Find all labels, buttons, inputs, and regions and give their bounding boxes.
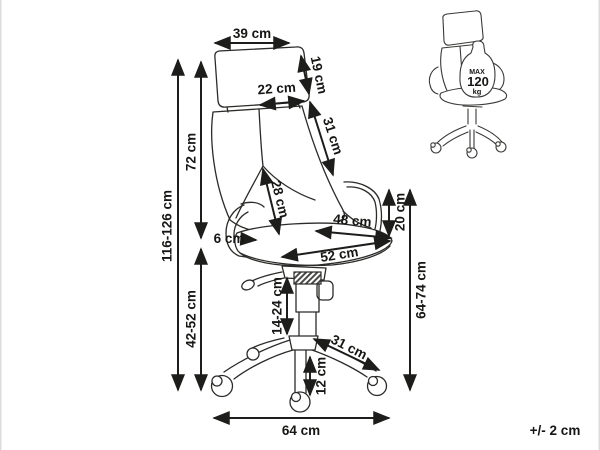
chair-base-hub [288, 335, 319, 351]
dim-floor-to-armrest-top: 64-74 cm [403, 188, 429, 392]
dim-seat-width-label: 48 cm [333, 211, 372, 229]
dim-headrest-width: 39 cm [213, 26, 291, 50]
dim-armrest-above-seat-label: 20 cm [393, 193, 408, 231]
dim-seat-depth: 52 cm [280, 236, 392, 265]
dim-caster-height-label: 12 cm [314, 357, 329, 395]
chair-armrest-left [225, 201, 265, 259]
dim-seat-height-range: 42-52 cm [184, 247, 208, 392]
dim-backrest-height: 72 cm [184, 60, 208, 240]
chair-gas-lift [295, 283, 320, 337]
dim-armrest-thickness: 6 cm [214, 231, 258, 246]
tolerance-note: +/- 2 cm [530, 423, 581, 438]
chair-gas-lift-bellows [293, 271, 322, 285]
max-weight-inset: MAX 120 kg [428, 10, 508, 159]
dim-headrest-side-height-label: 19 cm [308, 55, 331, 96]
dim-backrest-height-label: 72 cm [184, 133, 199, 171]
dim-base-leg-length-label: 31 cm [329, 332, 370, 363]
dim-gas-lift-range-label: 14-24 cm [270, 277, 285, 335]
max-weight-icon: MAX 120 kg [459, 40, 496, 98]
dim-base-width: 64 cm [212, 411, 391, 438]
image-border-left [0, 0, 2, 450]
max-weight-value: 120 [467, 74, 489, 89]
chair-headrest [214, 46, 310, 108]
dim-total-height: 116-126 cm [160, 58, 185, 392]
dim-headrest-width-label: 39 cm [233, 26, 271, 41]
dim-seat-height-range-label: 42-52 cm [184, 290, 199, 348]
dim-total-height-label: 116-126 cm [160, 190, 175, 262]
dim-gas-lift-range: 14-24 cm [270, 276, 294, 336]
chair-armrest-right [343, 181, 383, 232]
dim-floor-to-armrest-top-label: 64-74 cm [414, 261, 429, 319]
dim-headrest-inner-width: 22 cm [257, 80, 306, 111]
chair-casters [210, 347, 388, 413]
dim-backrest-upper-diagonal-label: 31 cm [320, 115, 346, 156]
dim-seat-depth-label: 52 cm [319, 244, 359, 265]
dim-backrest-lower-diagonal-label: 28 cm [268, 179, 292, 220]
max-weight-unit: kg [473, 87, 482, 96]
chair-lever-handle [241, 279, 255, 291]
dim-armrest-above-seat: 20 cm [382, 188, 408, 238]
dim-headrest-inner-width-label: 22 cm [257, 80, 296, 98]
max-weight-max-label: MAX [469, 69, 485, 76]
dim-backrest-upper-diagonal: 31 cm [308, 100, 346, 177]
dim-armrest-thickness-label: 6 cm [214, 231, 245, 246]
dim-caster-height: 12 cm [303, 355, 329, 397]
chair-mechanism-housing [316, 280, 334, 301]
dim-base-width-label: 64 cm [282, 423, 320, 438]
image-border-right [598, 0, 600, 450]
